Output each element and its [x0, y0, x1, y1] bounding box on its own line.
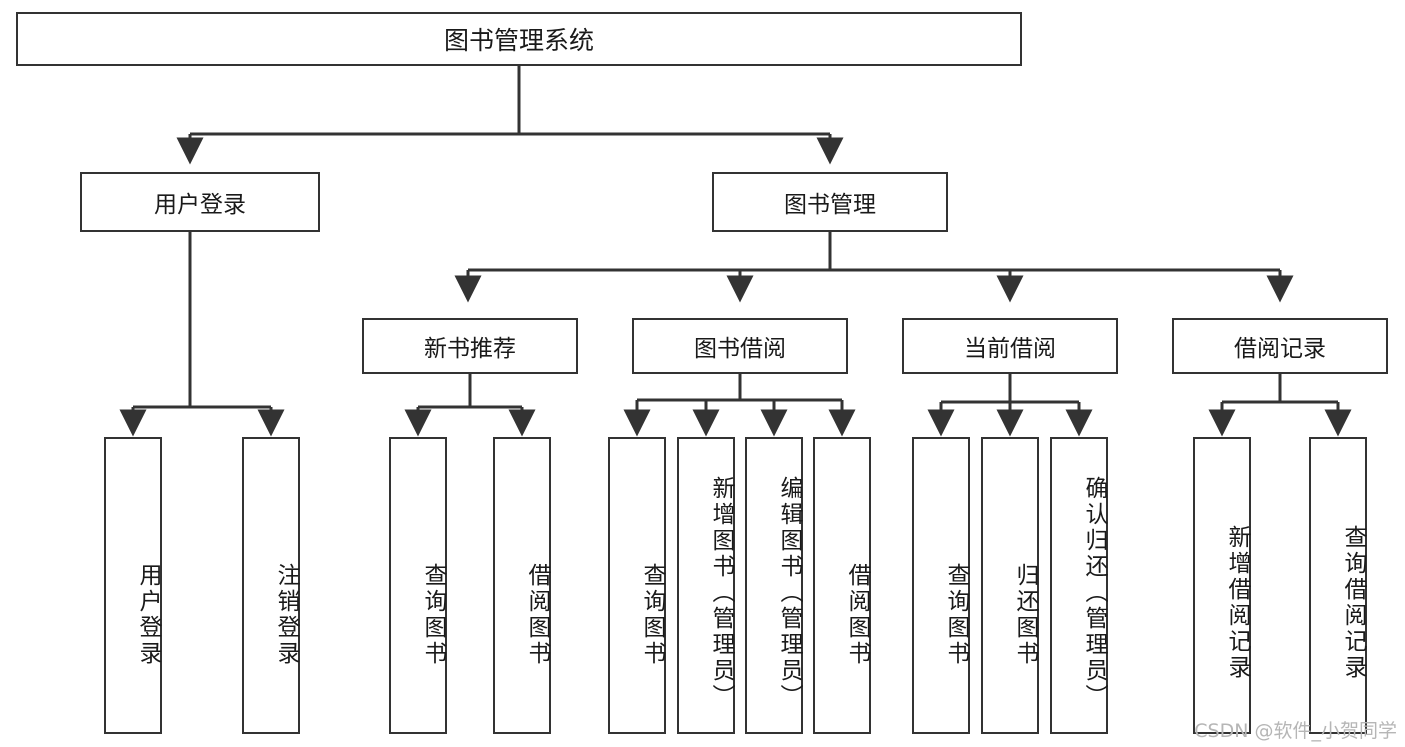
- node-leaf-query-record[interactable]: 查询借阅记录: [1309, 437, 1367, 734]
- node-label: 注销登录: [273, 562, 299, 667]
- node-label: 借阅记录: [1234, 336, 1326, 362]
- node-label: 查询借阅记录: [1340, 524, 1366, 681]
- node-leaf-query-book-borrow[interactable]: 查询图书: [608, 437, 666, 734]
- node-leaf-user-login[interactable]: 用户登录: [104, 437, 162, 734]
- node-label: 查询图书: [420, 562, 446, 667]
- node-label: 新书推荐: [424, 336, 516, 362]
- node-label: 确认归还（管理员）: [1081, 475, 1107, 710]
- node-label: 新增图书（管理员）: [708, 475, 734, 710]
- node-label: 新增借阅记录: [1224, 524, 1250, 681]
- node-label: 编辑图书（管理员）: [776, 475, 802, 710]
- node-leaf-edit-book-admin[interactable]: 编辑图书（管理员）: [745, 437, 803, 734]
- node-leaf-return-book[interactable]: 归还图书: [981, 437, 1039, 734]
- node-label: 用户登录: [135, 562, 161, 667]
- node-leaf-query-book-rec[interactable]: 查询图书: [389, 437, 447, 734]
- node-borrow-record[interactable]: 借阅记录: [1172, 318, 1388, 374]
- node-leaf-add-record[interactable]: 新增借阅记录: [1193, 437, 1251, 734]
- node-label: 查询图书: [943, 562, 969, 667]
- node-book-manage[interactable]: 图书管理: [712, 172, 948, 232]
- node-label: 用户登录: [154, 192, 246, 218]
- node-leaf-borrow-book[interactable]: 借阅图书: [813, 437, 871, 734]
- watermark-text: CSDN @软件_小贺同学: [1194, 720, 1397, 742]
- node-new-book-recommend[interactable]: 新书推荐: [362, 318, 578, 374]
- node-leaf-borrow-book-rec[interactable]: 借阅图书: [493, 437, 551, 734]
- node-label: 借阅图书: [844, 562, 870, 667]
- node-label: 图书管理系统: [443, 26, 594, 55]
- node-label: 图书管理: [784, 192, 876, 218]
- node-label: 借阅图书: [524, 562, 550, 667]
- node-user-login[interactable]: 用户登录: [80, 172, 320, 232]
- node-leaf-query-book-current[interactable]: 查询图书: [912, 437, 970, 734]
- node-leaf-user-logout[interactable]: 注销登录: [242, 437, 300, 734]
- node-label: 归还图书: [1012, 562, 1038, 667]
- node-root-book-management-system[interactable]: 图书管理系统: [16, 12, 1022, 66]
- node-label: 当前借阅: [964, 336, 1056, 362]
- node-current-borrow[interactable]: 当前借阅: [902, 318, 1118, 374]
- node-leaf-add-book-admin[interactable]: 新增图书（管理员）: [677, 437, 735, 734]
- node-label: 查询图书: [639, 562, 665, 667]
- node-label: 图书借阅: [694, 336, 786, 362]
- node-book-borrow[interactable]: 图书借阅: [632, 318, 848, 374]
- node-leaf-confirm-return-admin[interactable]: 确认归还（管理员）: [1050, 437, 1108, 734]
